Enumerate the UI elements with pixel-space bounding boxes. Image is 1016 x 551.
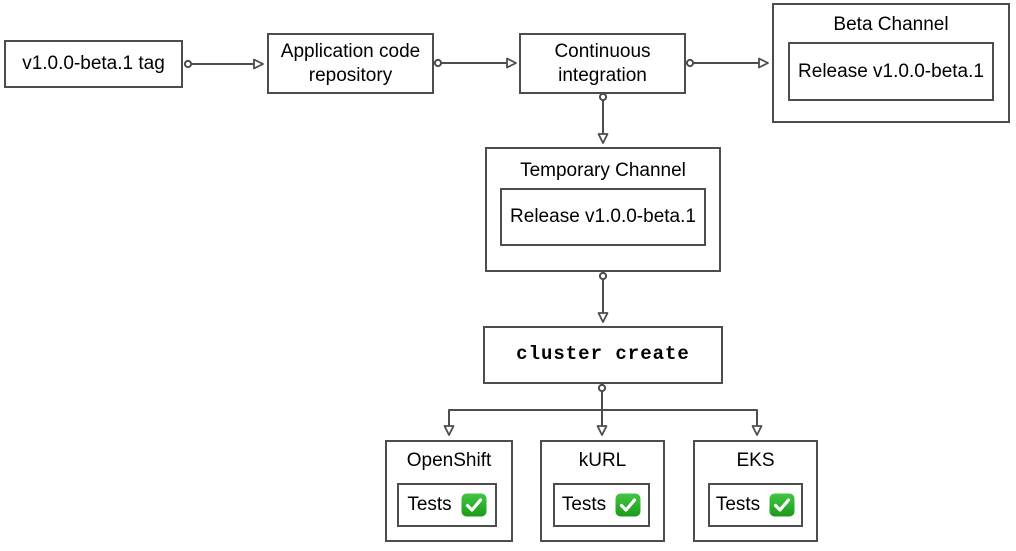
eks-tests-label: Tests bbox=[715, 494, 761, 516]
check-mark-icon bbox=[769, 493, 795, 517]
node-cluster-create: cluster create bbox=[483, 326, 723, 384]
node-beta-channel: Beta Channel Release v1.0.0-beta.1 bbox=[772, 3, 1010, 123]
check-mark-icon bbox=[461, 493, 487, 517]
node-temporary-channel: Temporary Channel Release v1.0.0-beta.1 bbox=[485, 147, 721, 272]
node-openshift: OpenShift Tests bbox=[385, 440, 513, 542]
eks-tests-box: Tests bbox=[708, 483, 803, 527]
node-continuous-integration: Continuous integration bbox=[519, 33, 686, 94]
temporary-channel-release-label: Release v1.0.0-beta.1 bbox=[510, 206, 696, 228]
check-mark-icon bbox=[615, 493, 641, 517]
application-code-repository-label: Application code repository bbox=[280, 40, 421, 86]
eks-title: EKS bbox=[736, 450, 775, 471]
continuous-integration-label: Continuous integration bbox=[554, 40, 651, 86]
node-version-tag: v1.0.0-beta.1 tag bbox=[4, 40, 183, 88]
kurl-title: kURL bbox=[578, 450, 627, 471]
kurl-tests-label: Tests bbox=[561, 494, 607, 516]
openshift-tests-box: Tests bbox=[397, 483, 497, 527]
node-application-code-repository: Application code repository bbox=[267, 33, 434, 94]
cluster-create-label: cluster create bbox=[516, 343, 690, 366]
temporary-channel-release-box: Release v1.0.0-beta.1 bbox=[500, 188, 706, 246]
node-eks: EKS Tests bbox=[693, 440, 818, 542]
beta-channel-title: Beta Channel bbox=[833, 14, 949, 35]
beta-channel-release-box: Release v1.0.0-beta.1 bbox=[788, 42, 994, 101]
version-tag-label: v1.0.0-beta.1 tag bbox=[22, 53, 165, 75]
node-kurl: kURL Tests bbox=[540, 440, 665, 542]
temporary-channel-title: Temporary Channel bbox=[520, 160, 686, 181]
openshift-tests-label: Tests bbox=[407, 494, 452, 516]
kurl-tests-box: Tests bbox=[553, 483, 650, 527]
edge-branch-to-openshift bbox=[443, 409, 602, 436]
openshift-title: OpenShift bbox=[406, 450, 492, 471]
edge-branch-to-eks bbox=[602, 409, 763, 436]
beta-channel-release-label: Release v1.0.0-beta.1 bbox=[798, 60, 984, 82]
